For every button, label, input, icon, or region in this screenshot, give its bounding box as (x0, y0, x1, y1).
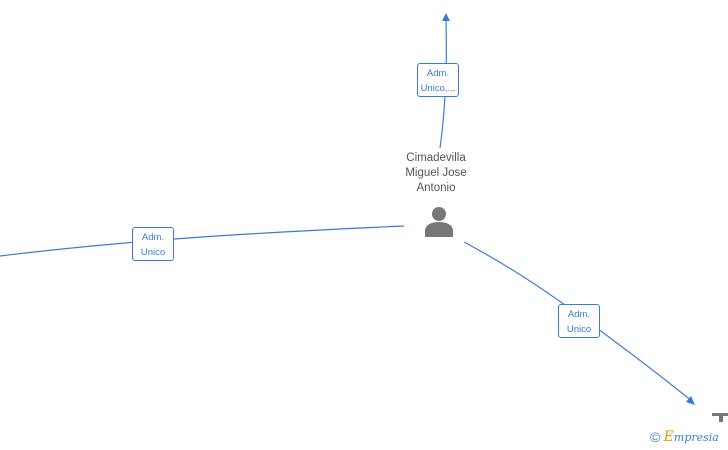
relation-label-line2: Unico,... (420, 83, 456, 94)
relation-label-line1: Adm. (567, 309, 591, 320)
relation-label-down-right[interactable]: Adm. Unico (558, 304, 600, 338)
person-name-line1: Cimadevilla (406, 152, 466, 164)
company-node-icon[interactable] (710, 412, 728, 422)
watermark-logo: © Empresia (650, 429, 728, 449)
copyright-icon: © (650, 429, 661, 445)
relation-label-line2: Unico (140, 247, 166, 258)
brand-name: mpresia (673, 431, 719, 444)
arrow-up (442, 13, 450, 21)
relation-label-line1: Adm. (141, 232, 165, 243)
arrow-down-right (686, 396, 695, 405)
relation-label-up[interactable]: Adm. Unico,... (417, 63, 459, 97)
relation-label-line2: Unico (566, 324, 592, 335)
relation-label-left[interactable]: Adm. Unico (132, 227, 174, 261)
person-icon[interactable] (424, 205, 454, 237)
edge-left (0, 225, 405, 257)
person-node-name[interactable]: Cimadevilla Miguel Jose Antonio (386, 151, 486, 196)
person-name-line2: Miguel Jose (405, 167, 467, 179)
person-name-line3: Antonio (416, 182, 456, 194)
relation-label-line1: Adm. (426, 68, 450, 79)
brand-initial: E (663, 429, 674, 445)
